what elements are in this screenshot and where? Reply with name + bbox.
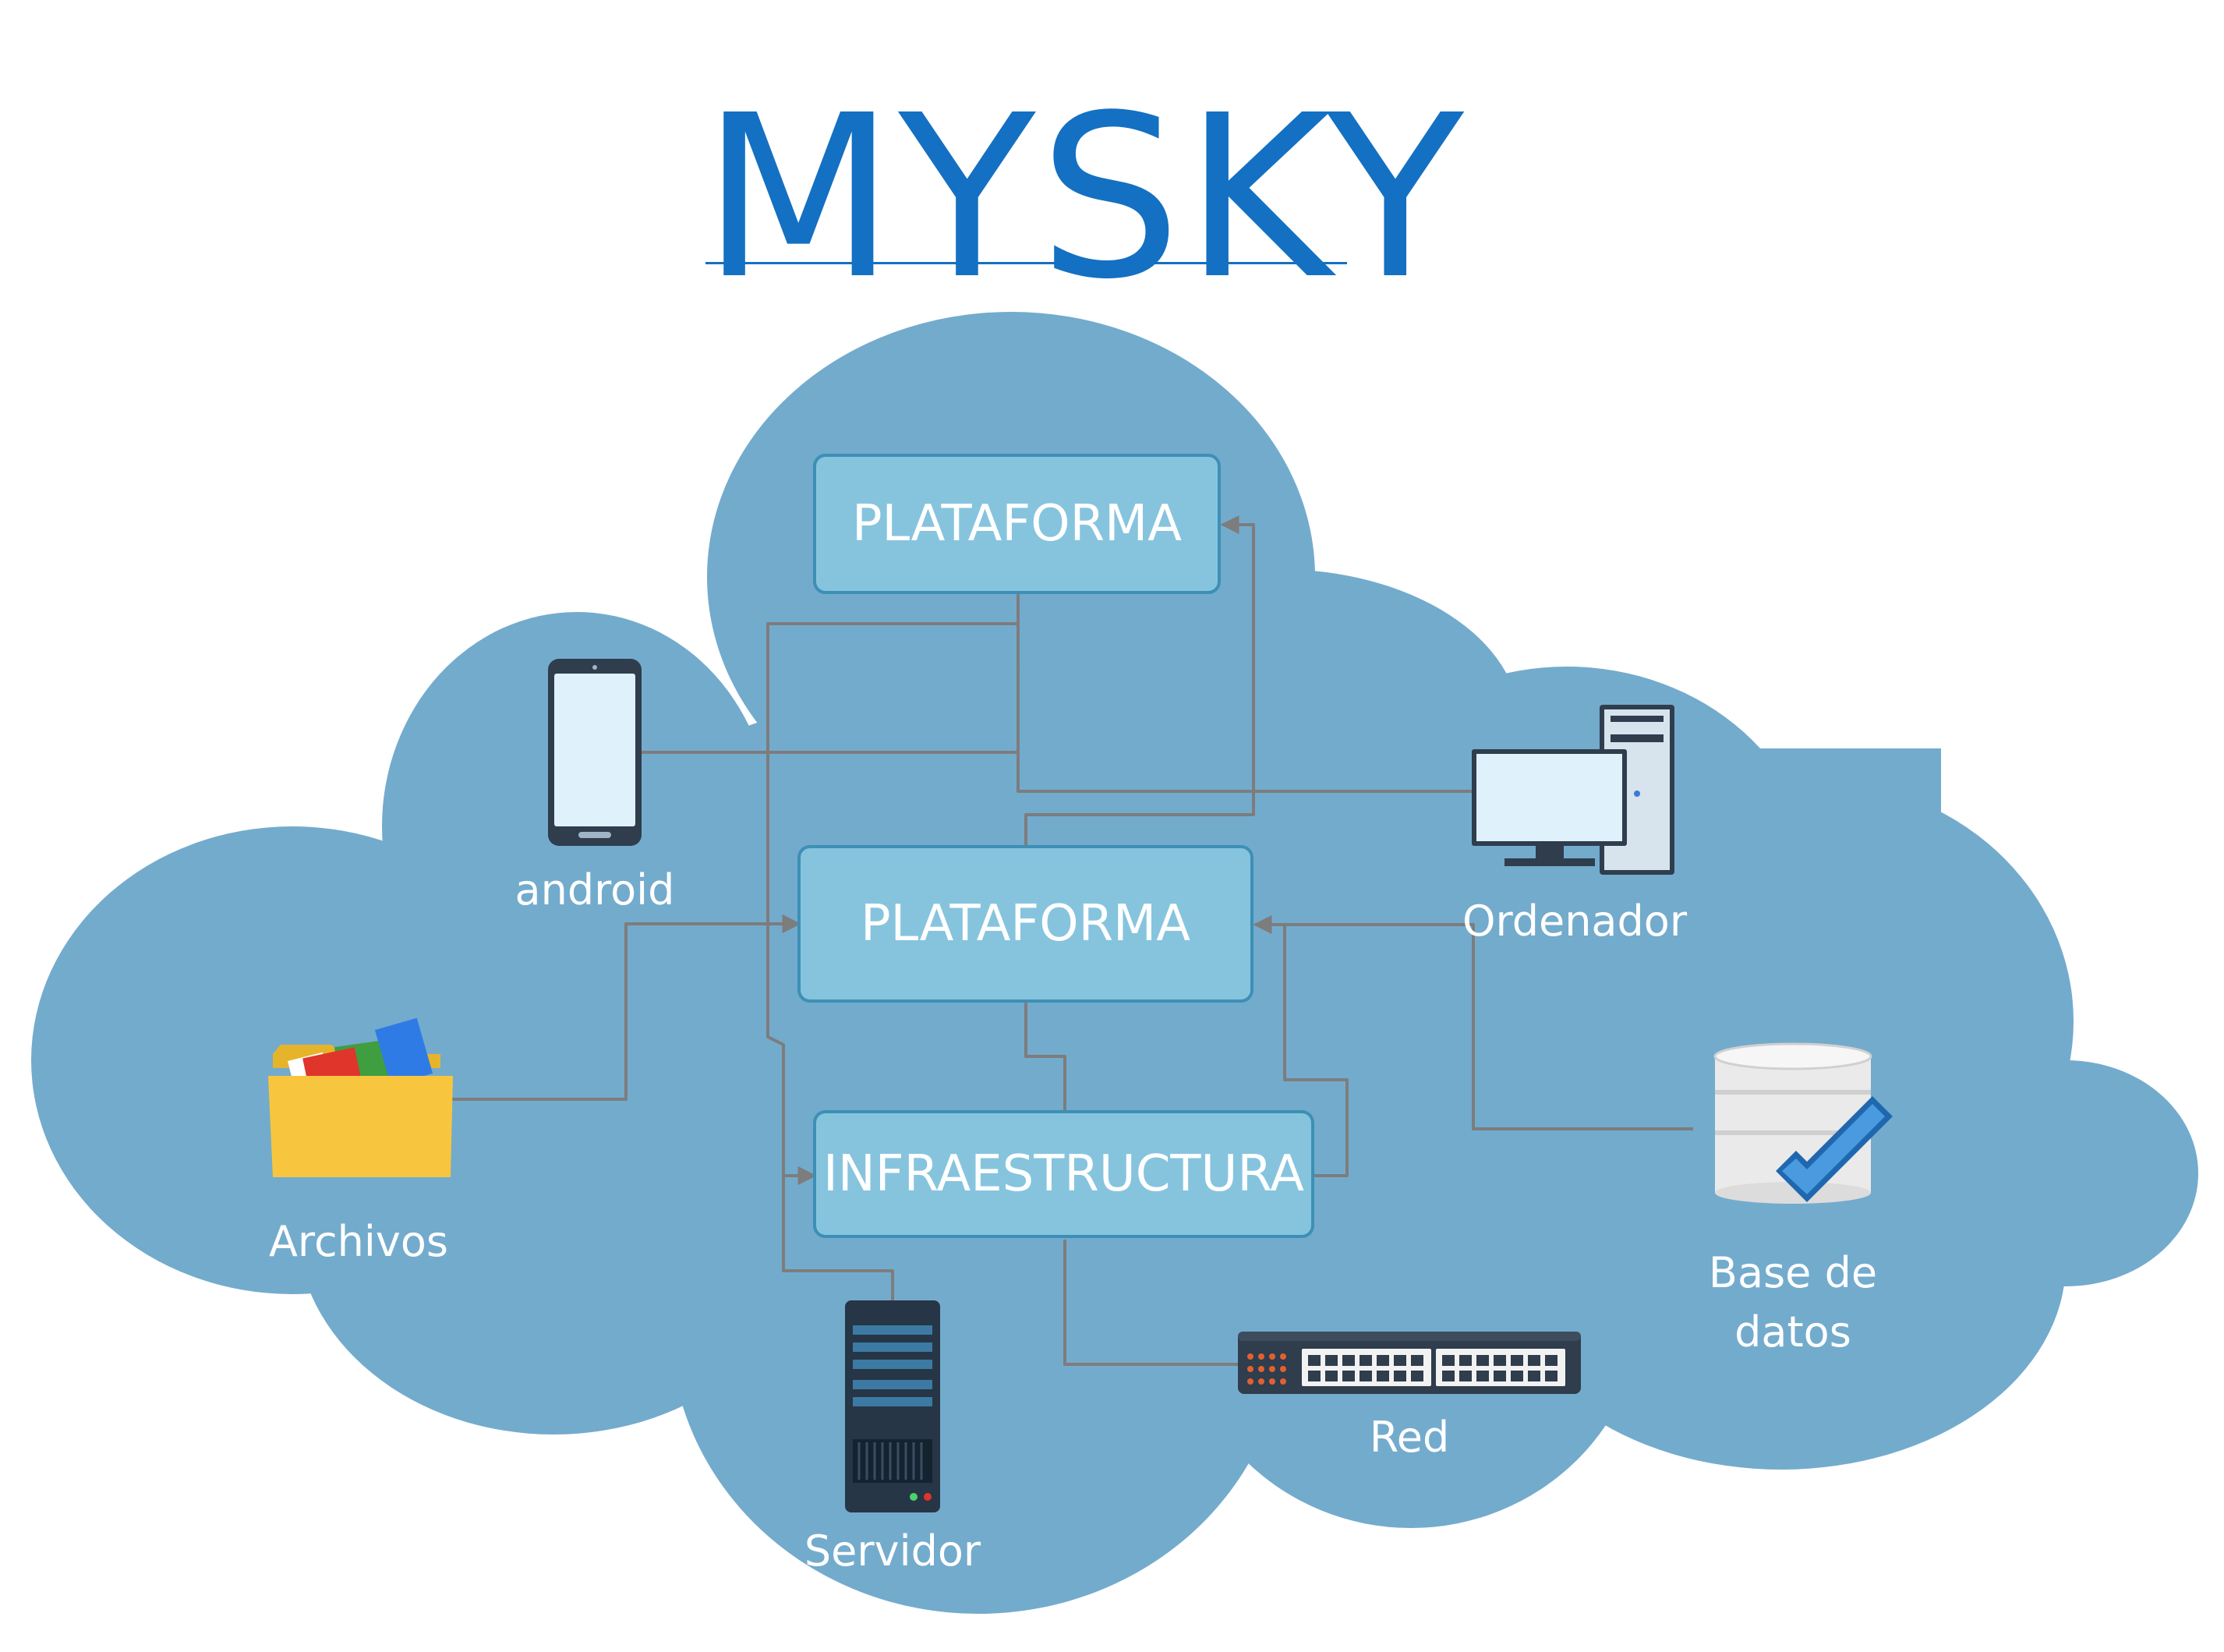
connector-middle-to-top: [1024, 515, 1255, 848]
connector-infra-to-network: [1063, 1240, 1238, 1366]
platform-middle-box: PLATAFORMA: [797, 845, 1253, 1003]
infrastructure-box: INFRAESTRUCTURA: [813, 1110, 1314, 1238]
network-switch-icon: [1238, 1332, 1581, 1394]
infrastructure-label: INFRAESTRUCTURA: [823, 1145, 1304, 1203]
database-label-line1: Base de: [1708, 1248, 1878, 1297]
server-rack-icon: [845, 1300, 940, 1512]
page-title: MYSKY: [702, 67, 1467, 328]
database-label-line2: datos: [1734, 1307, 1851, 1357]
connectors: [452, 515, 1693, 1366]
folder-icon: [268, 1017, 453, 1177]
files-label: Archivos: [268, 1217, 448, 1266]
connector-server-to-infra: [782, 1166, 894, 1300]
android-label: android: [514, 865, 675, 914]
desktop-computer-icon: [1472, 705, 1674, 875]
server-label: Servidor: [804, 1526, 981, 1576]
platform-top-box: PLATAFORMA: [813, 454, 1221, 594]
title-underline: [705, 262, 1347, 264]
database-label: Base de datos: [1676, 1243, 1910, 1361]
smartphone-icon: [548, 659, 642, 846]
database-check-icon: [1713, 1042, 1893, 1204]
connector-infra-to-middle: [1253, 915, 1349, 1177]
connector-database-to-middle: [1253, 915, 1693, 1130]
platform-middle-label: PLATAFORMA: [860, 895, 1191, 953]
computer-label: Ordenador: [1462, 897, 1688, 946]
connector-middle-to-infra: [1024, 1003, 1066, 1112]
network-label: Red: [1369, 1413, 1450, 1462]
platform-top-label: PLATAFORMA: [851, 495, 1183, 553]
connector-computer-to-top: [1017, 725, 1476, 793]
connector-files-to-middle: [452, 914, 801, 1101]
